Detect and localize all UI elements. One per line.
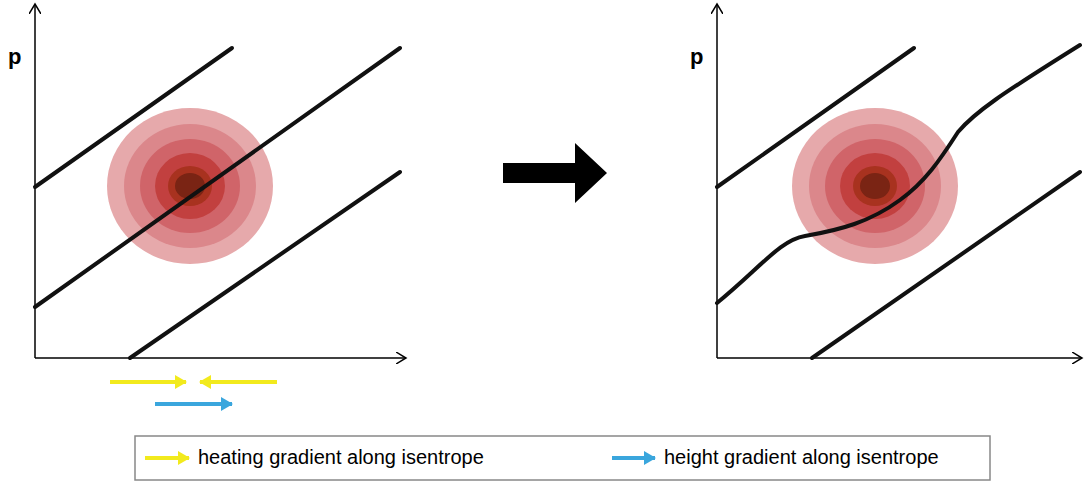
legend-text: height gradient along isentrope [664, 446, 939, 469]
isentropes [717, 45, 1080, 358]
legend-arrow [145, 456, 189, 460]
x-axis [717, 357, 1082, 359]
isentropes [35, 48, 400, 358]
legend-text: heating gradient along isentrope [198, 446, 484, 469]
legend-arrow [612, 456, 655, 460]
heating-blob [792, 108, 958, 264]
transition-arrow [503, 143, 607, 203]
heating-gradient-arrow [200, 380, 277, 384]
heating-gradient-arrow [110, 380, 186, 384]
x-axis [35, 357, 406, 359]
legend-box [135, 436, 990, 480]
height-gradient-arrow [155, 402, 232, 406]
axis-label: p [8, 44, 21, 70]
axis-label: p [690, 44, 703, 70]
